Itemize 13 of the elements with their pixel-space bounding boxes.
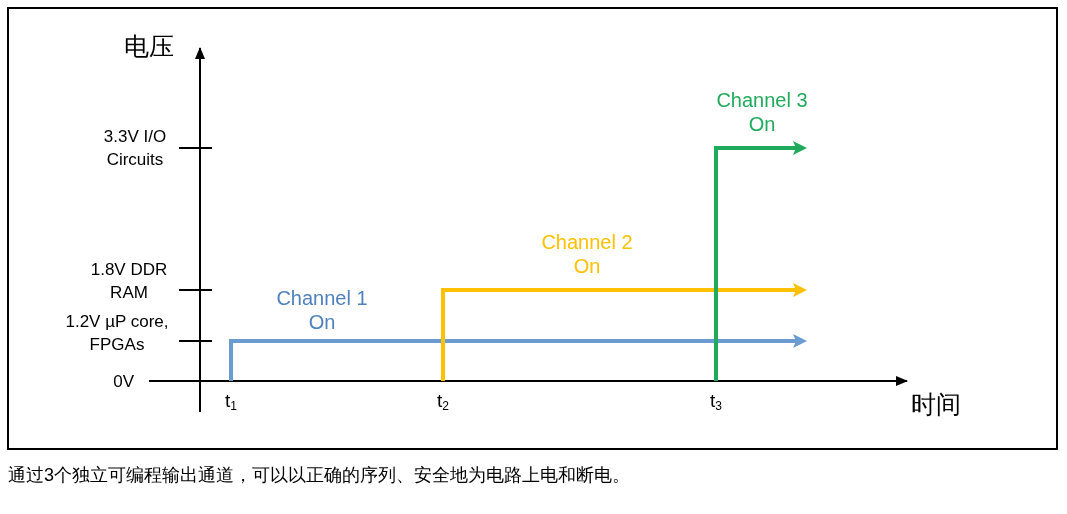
voltage-level-label: 1.2V µP core, FPGAs xyxy=(64,311,170,356)
time-label: t$_{1}$ xyxy=(225,389,237,413)
caption: 通过3个独立可编程输出通道，可以以正确的序列、安全地为电路上电和断电。 xyxy=(8,464,630,487)
voltage-level-label: 3.3V I/O Circuits xyxy=(102,126,168,171)
axis-title: 电压 xyxy=(124,31,174,61)
voltage-level-label: 1.8V DDR RAM xyxy=(89,259,169,304)
time-label: t$_{3}$ xyxy=(710,389,722,413)
channel-label: Channel 2 On xyxy=(540,230,634,278)
voltage-level-label: 0V xyxy=(113,370,134,393)
time-label: t$_{2}$ xyxy=(437,389,449,413)
channel-label: Channel 1 On xyxy=(275,286,369,334)
channel-label: Channel 3 On xyxy=(715,88,809,136)
axis-title: 时间 xyxy=(911,389,961,419)
